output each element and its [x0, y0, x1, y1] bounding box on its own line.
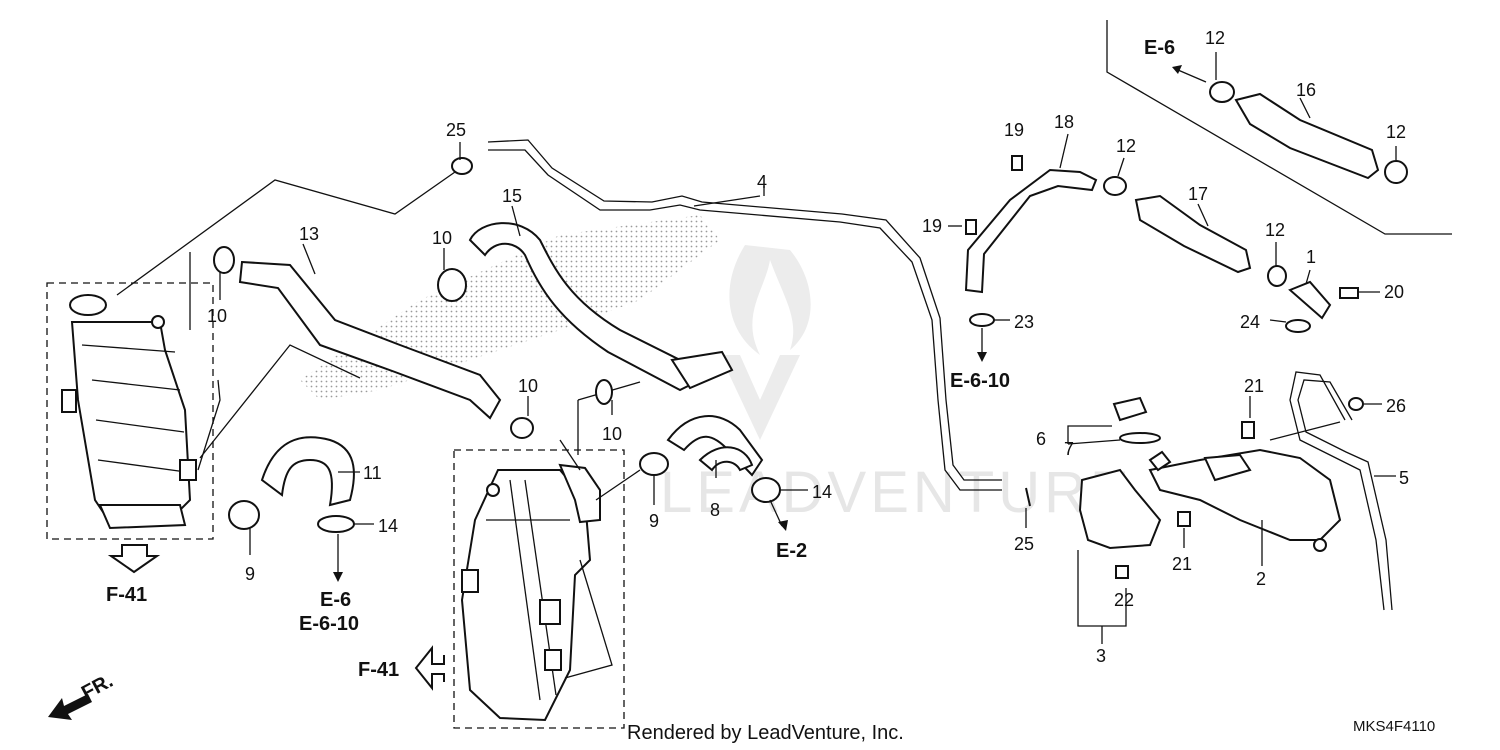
- bolt-19a: [1011, 155, 1023, 171]
- diagram-code: MKS4F4110: [1353, 718, 1435, 735]
- callout-24: 24: [1240, 312, 1260, 332]
- callout-4: 4: [757, 172, 767, 192]
- callout-labels: 1 2 3 4 5 6 7 8 9 9 10 10 10 10 11 12 12…: [207, 28, 1409, 666]
- inset-border: [1106, 20, 1452, 235]
- callout-2: 2: [1256, 569, 1266, 589]
- callout-25a: 25: [446, 120, 466, 140]
- callout-21a: 21: [1244, 376, 1264, 396]
- callout-14b: 14: [812, 482, 832, 502]
- hose-5: [1297, 379, 1393, 611]
- clamp-14b: [751, 477, 781, 503]
- ref-e2: E-2: [776, 540, 807, 562]
- callout-5: 5: [1399, 468, 1409, 488]
- callout-10c: 10: [518, 376, 538, 396]
- hose-16: [1234, 92, 1380, 180]
- callout-9a: 9: [245, 564, 255, 584]
- clip-25b: [1025, 487, 1031, 507]
- center-radiator-dashed-box: [453, 449, 625, 729]
- pipe-18: [964, 168, 1098, 294]
- callout-15: 15: [502, 186, 522, 206]
- left-radiator-dashed-box: [46, 282, 214, 540]
- bolt-21a: [1241, 421, 1255, 439]
- reserve-tank-2: [1148, 448, 1342, 541]
- clip-25a: [451, 157, 473, 175]
- ref-e610-mid: E-6-10: [950, 370, 1010, 392]
- cap-6: [1112, 396, 1148, 422]
- callout-20: 20: [1384, 282, 1404, 302]
- callout-18: 18: [1054, 112, 1074, 132]
- callout-11: 11: [363, 463, 382, 483]
- callout-7: 7: [1064, 439, 1074, 459]
- oring-23: [969, 313, 995, 327]
- bolt-20: [1339, 287, 1359, 299]
- callout-12d: 12: [1265, 220, 1285, 240]
- callout-8: 8: [710, 500, 720, 520]
- callout-12b: 12: [1386, 122, 1406, 142]
- clamp-12b: [1384, 160, 1408, 184]
- callout-14a: 14: [378, 516, 398, 536]
- callout-22: 22: [1114, 590, 1134, 610]
- hose-11: [260, 436, 355, 507]
- f41-arrow-center: [414, 645, 445, 691]
- ref-f41-mid: F-41: [358, 659, 399, 681]
- clamp-10c: [510, 417, 534, 439]
- ref-f41-left: F-41: [106, 584, 147, 606]
- clamp-12c: [1103, 176, 1127, 196]
- bolt-21b: [1177, 511, 1191, 527]
- nut-22: [1115, 565, 1129, 579]
- bolt-19b: [965, 219, 977, 235]
- left-radiator: [61, 294, 197, 530]
- clamp-9a: [228, 500, 260, 530]
- callout-21b: 21: [1172, 554, 1192, 574]
- seal-7: [1119, 432, 1161, 444]
- ref-e6-left: E-6: [320, 589, 351, 611]
- clamp-14a: [317, 515, 355, 533]
- callout-13: 13: [299, 224, 319, 244]
- center-radiator: [460, 463, 601, 722]
- clamp-10b: [437, 268, 467, 302]
- callout-10b: 10: [432, 228, 452, 248]
- radiator-cap: [69, 294, 107, 316]
- clamp-12d: [1267, 265, 1287, 287]
- clamp-10d: [595, 379, 613, 405]
- callout-26: 26: [1386, 396, 1406, 416]
- ref-e610-left: E-6-10: [299, 613, 359, 635]
- f41-arrow-left: [107, 544, 161, 574]
- hose-17: [1134, 194, 1252, 274]
- clamp-9b: [639, 452, 669, 476]
- callout-10a: 10: [207, 306, 227, 326]
- tube-4: [488, 149, 1002, 491]
- joint-1: [1288, 280, 1332, 320]
- callout-12c: 12: [1116, 136, 1136, 156]
- callout-25b: 25: [1014, 534, 1034, 554]
- callout-12a: 12: [1205, 28, 1225, 48]
- callout-17: 17: [1188, 184, 1208, 204]
- callout-19a: 19: [1004, 120, 1024, 140]
- callout-10d: 10: [602, 424, 622, 444]
- callout-19b: 19: [922, 216, 942, 236]
- clamp-10a: [213, 246, 235, 274]
- oring-24: [1285, 319, 1311, 333]
- hose-13: [238, 260, 502, 420]
- ref-e6-top: E-6: [1144, 37, 1175, 59]
- front-direction-arrow: [48, 694, 92, 720]
- clamp-12a: [1209, 81, 1235, 103]
- callout-3: 3: [1096, 646, 1106, 666]
- callout-6: 6: [1036, 429, 1046, 449]
- callout-1: 1: [1306, 247, 1316, 267]
- callout-9b: 9: [649, 511, 659, 531]
- watermark-text: LEADVENTURE: [660, 460, 1133, 525]
- credit-text: Rendered by LeadVenture, Inc.: [627, 722, 904, 744]
- clip-26: [1348, 397, 1364, 411]
- callout-23: 23: [1014, 312, 1034, 332]
- callout-16: 16: [1296, 80, 1316, 100]
- bracket-3: [1078, 468, 1162, 550]
